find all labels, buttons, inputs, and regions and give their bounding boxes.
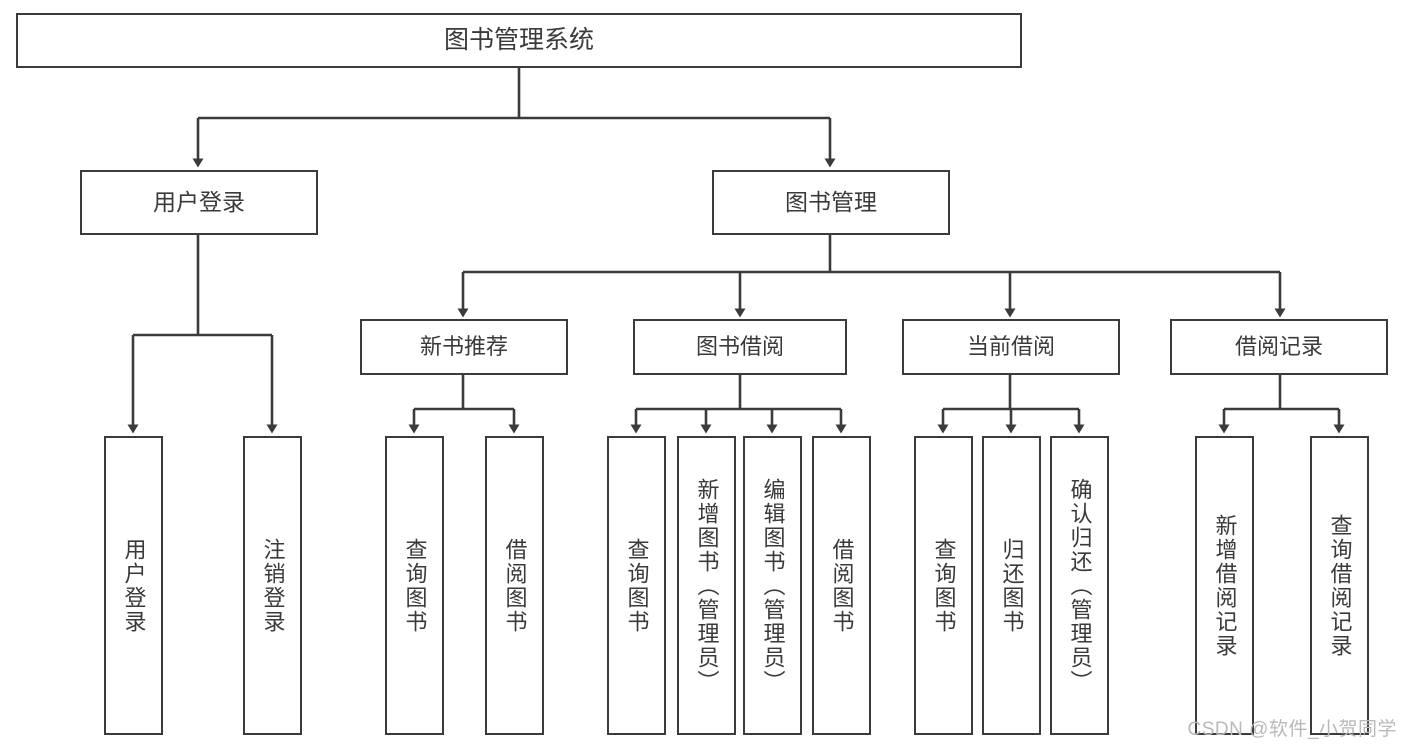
node-book-management[interactable]: 图书管理: [712, 170, 950, 235]
node-new-book-recommend[interactable]: 新书推荐: [360, 319, 568, 375]
node-new-book-recommend-label: 新书推荐: [419, 334, 508, 360]
node-user-login-label: 用户登录: [153, 189, 245, 216]
node-root[interactable]: 图书管理系统: [16, 13, 1022, 68]
node-leaf-edit-book-admin[interactable]: 编辑图书（管理员）: [743, 436, 802, 735]
node-leaf-add-book-admin[interactable]: 新增图书（管理员）: [677, 436, 736, 735]
node-leaf-return-book-label: 归还图书: [999, 537, 1025, 634]
node-current-borrow[interactable]: 当前借阅: [902, 319, 1120, 375]
node-book-borrow-label: 图书借阅: [695, 334, 784, 360]
node-leaf-query-book-3[interactable]: 查询图书: [914, 436, 973, 735]
node-leaf-query-book-2-label: 查询图书: [624, 537, 650, 634]
node-user-login[interactable]: 用户登录: [80, 170, 318, 235]
node-leaf-add-borrow-record[interactable]: 新增借阅记录: [1195, 436, 1254, 735]
node-leaf-query-book-1[interactable]: 查询图书: [385, 436, 444, 735]
node-borrow-record[interactable]: 借阅记录: [1170, 319, 1388, 375]
node-current-borrow-label: 当前借阅: [966, 334, 1055, 360]
node-book-borrow[interactable]: 图书借阅: [633, 319, 847, 375]
node-leaf-return-book[interactable]: 归还图书: [982, 436, 1041, 735]
node-leaf-borrow-book-2-label: 借阅图书: [829, 537, 855, 634]
node-leaf-query-borrow-record[interactable]: 查询借阅记录: [1310, 436, 1369, 735]
node-leaf-user-login-label: 用户登录: [121, 537, 147, 634]
node-leaf-query-borrow-record-label: 查询借阅记录: [1327, 513, 1353, 658]
node-leaf-query-book-3-label: 查询图书: [931, 537, 957, 634]
node-leaf-confirm-return-admin-label: 确认归还（管理员）: [1067, 477, 1093, 694]
node-root-label: 图书管理系统: [443, 25, 594, 54]
node-leaf-borrow-book-1[interactable]: 借阅图书: [485, 436, 544, 735]
watermark: CSDN @软件_小贺同学: [1187, 719, 1397, 740]
node-leaf-edit-book-admin-label: 编辑图书（管理员）: [760, 477, 786, 694]
node-borrow-record-label: 借阅记录: [1234, 334, 1323, 360]
node-leaf-borrow-book-1-label: 借阅图书: [502, 537, 528, 634]
node-leaf-confirm-return-admin[interactable]: 确认归还（管理员）: [1050, 436, 1109, 735]
node-leaf-logout-login[interactable]: 注销登录: [243, 436, 302, 735]
node-leaf-add-book-admin-label: 新增图书（管理员）: [694, 477, 720, 694]
node-leaf-add-borrow-record-label: 新增借阅记录: [1212, 513, 1238, 658]
node-leaf-user-login[interactable]: 用户登录: [104, 436, 163, 735]
node-leaf-query-book-1-label: 查询图书: [402, 537, 428, 634]
node-leaf-logout-login-label: 注销登录: [260, 537, 286, 634]
node-leaf-borrow-book-2[interactable]: 借阅图书: [812, 436, 871, 735]
node-leaf-query-book-2[interactable]: 查询图书: [607, 436, 666, 735]
node-book-management-label: 图书管理: [785, 189, 877, 216]
